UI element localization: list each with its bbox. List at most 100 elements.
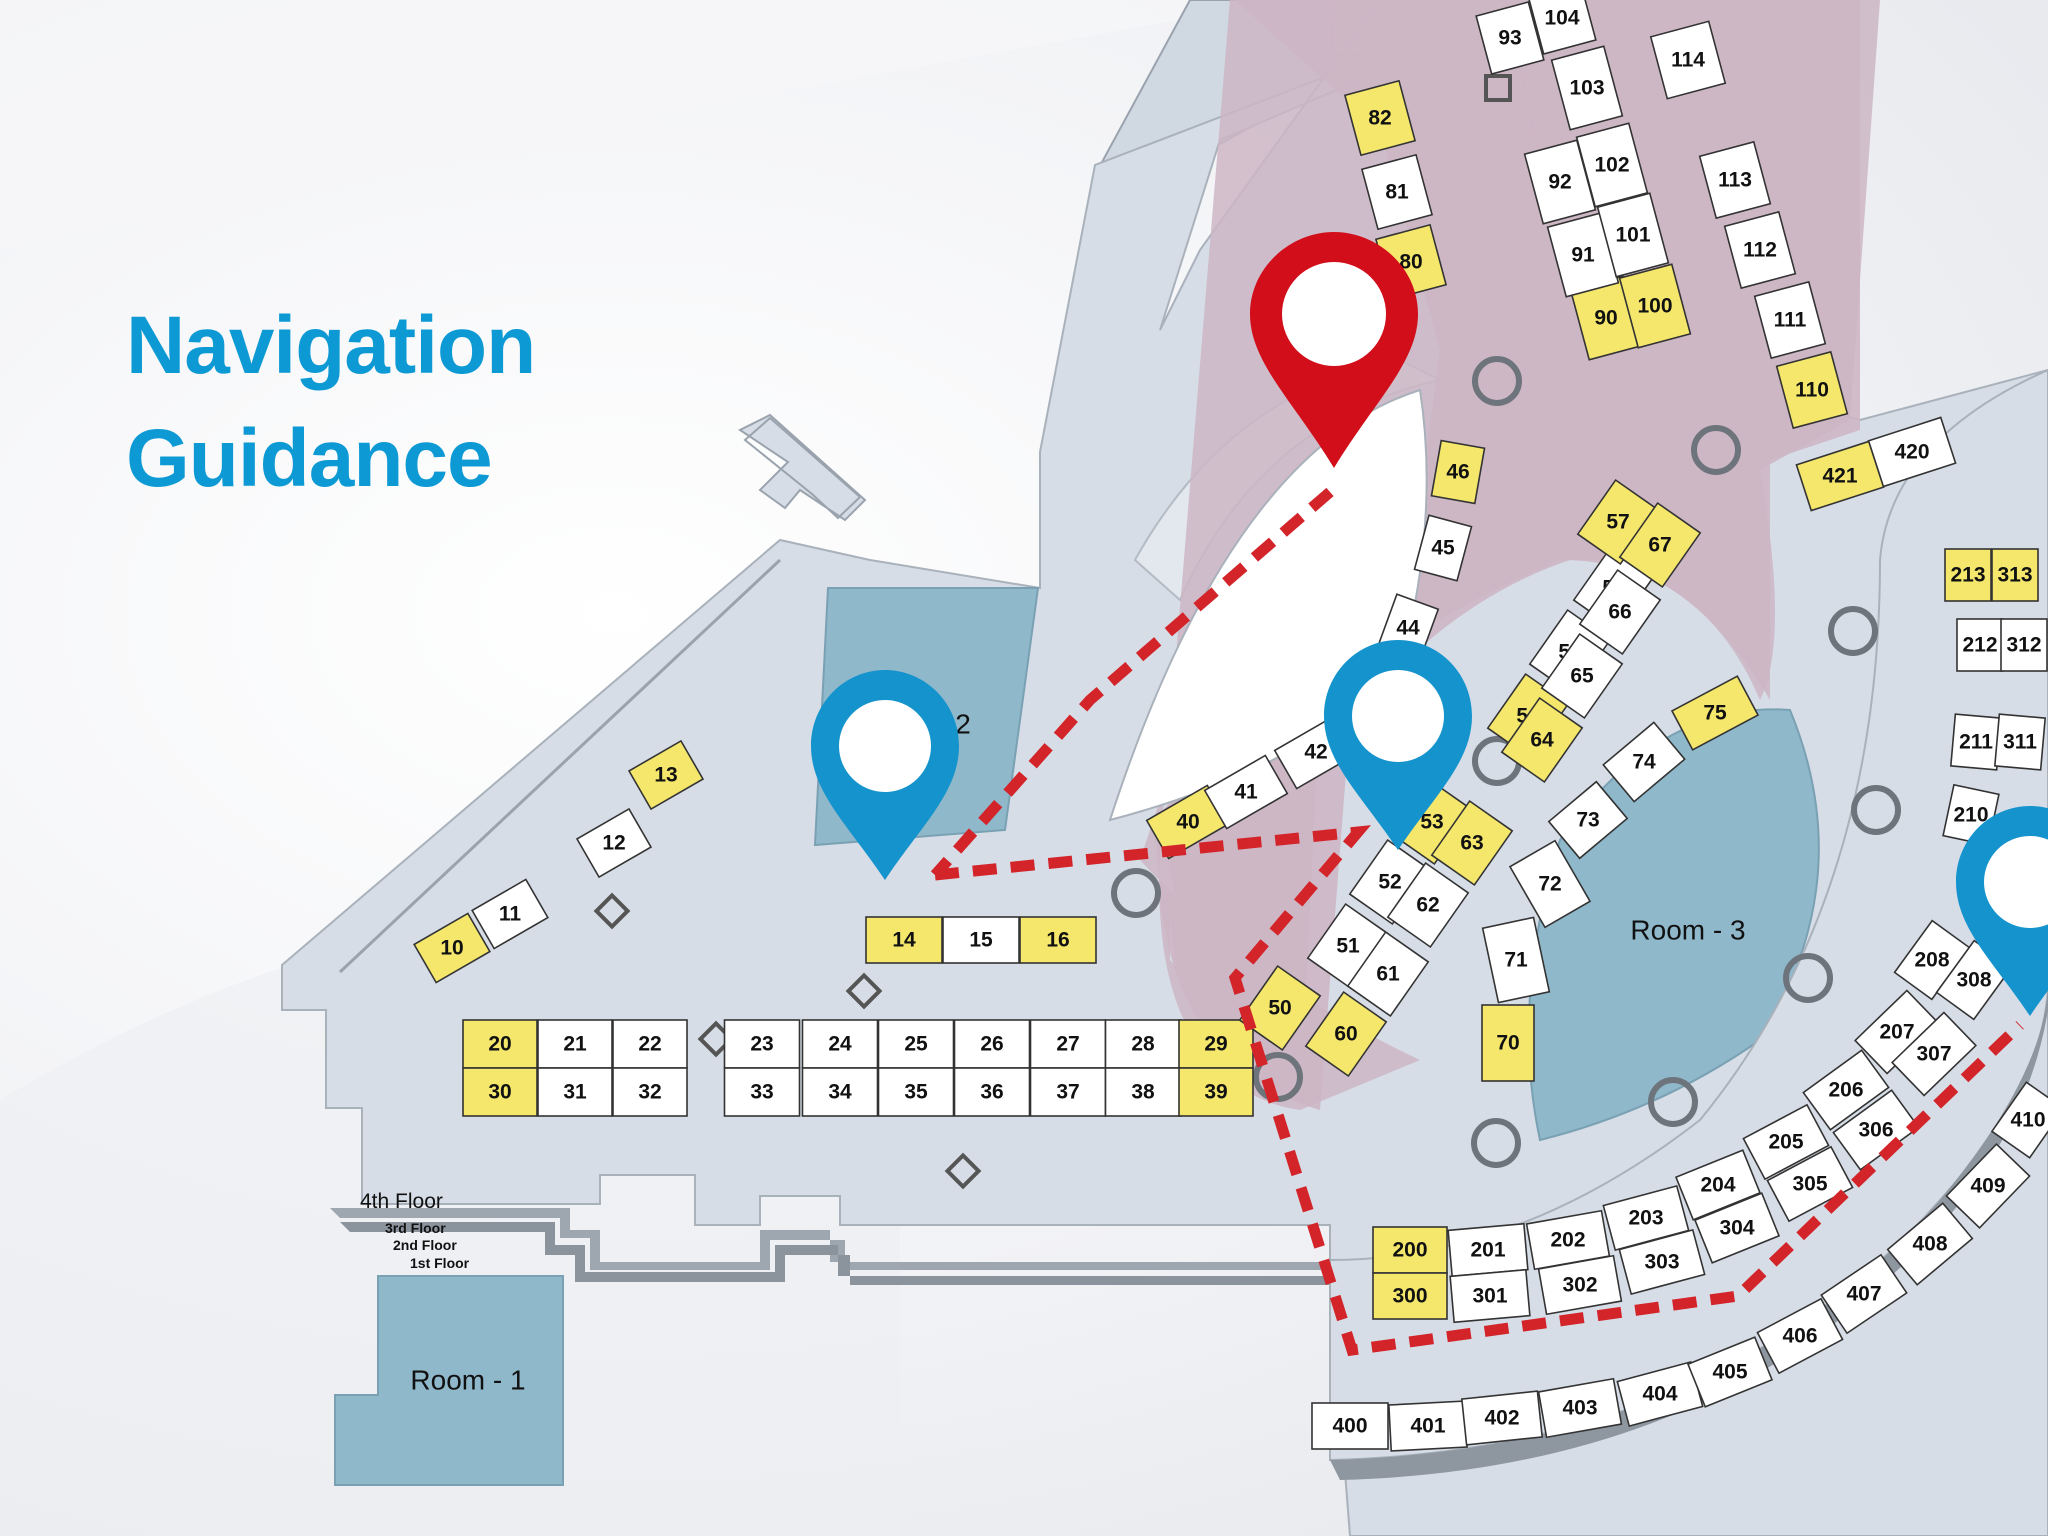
booth-312[interactable]: 312 [2000,618,2048,672]
booth-70[interactable]: 70 [1481,1004,1535,1082]
booth-91[interactable]: 91 [1546,212,1620,298]
booth-66[interactable]: 66 [1578,568,1662,656]
booth-201[interactable]: 201 [1447,1222,1529,1278]
booth-39[interactable]: 39 [1178,1067,1254,1117]
booth-26[interactable]: 26 [953,1019,1031,1069]
booth-29[interactable]: 29 [1178,1019,1254,1069]
booth-75[interactable]: 75 [1670,675,1760,751]
booth-22[interactable]: 22 [612,1019,688,1069]
booth-404[interactable]: 404 [1616,1360,1704,1428]
booth-14[interactable]: 14 [865,916,943,964]
booth-112[interactable]: 112 [1723,210,1797,290]
booth-305[interactable]: 305 [1766,1145,1854,1223]
booth-100[interactable]: 100 [1618,263,1692,349]
booth-61[interactable]: 61 [1346,930,1430,1018]
booth-37[interactable]: 37 [1029,1067,1107,1117]
booth-25[interactable]: 25 [877,1019,955,1069]
booth-114[interactable]: 114 [1649,20,1727,100]
booth-92[interactable]: 92 [1523,139,1597,225]
booth-60[interactable]: 60 [1304,990,1388,1078]
booth-304[interactable]: 304 [1693,1192,1781,1264]
booth-213[interactable]: 213 [1944,548,1992,602]
booth-81[interactable]: 81 [1360,153,1434,231]
booth-34[interactable]: 34 [801,1067,879,1117]
booth-302[interactable]: 302 [1537,1254,1623,1316]
booth-200[interactable]: 200 [1372,1226,1448,1274]
destination-pin-icon[interactable] [1250,232,1418,468]
waypoint-pin-2-icon[interactable] [1324,640,1472,850]
booth-103[interactable]: 103 [1550,45,1624,131]
booth-35[interactable]: 35 [877,1067,955,1117]
booth-72[interactable]: 72 [1508,839,1592,929]
booth-33[interactable]: 33 [723,1067,801,1117]
booth-71[interactable]: 71 [1481,916,1551,1004]
booth-62[interactable]: 62 [1386,861,1470,949]
booth-63[interactable]: 63 [1430,799,1514,887]
booth-45[interactable]: 45 [1413,514,1473,582]
booth-406[interactable]: 406 [1756,1297,1844,1375]
booth-20[interactable]: 20 [462,1019,538,1069]
booth-206[interactable]: 206 [1802,1049,1890,1131]
booth-409[interactable]: 409 [1945,1142,2031,1230]
booth-16[interactable]: 16 [1019,916,1097,964]
waypoint-pin-1-icon[interactable] [811,670,959,880]
booth-311[interactable]: 311 [1993,713,2047,771]
booth-204[interactable]: 204 [1674,1149,1762,1221]
booth-208[interactable]: 208 [1893,919,1971,1001]
booth-400[interactable]: 400 [1311,1402,1389,1450]
booth-10[interactable]: 10 [413,912,491,984]
booth-50[interactable]: 50 [1238,964,1322,1052]
booth-31[interactable]: 31 [537,1067,613,1117]
booth-21[interactable]: 21 [537,1019,613,1069]
booth-41[interactable]: 41 [1203,754,1289,830]
booth-32[interactable]: 32 [612,1067,688,1117]
booth-104[interactable]: 104 [1527,0,1597,55]
booth-53[interactable]: 53 [1390,778,1474,866]
booth-15[interactable]: 15 [942,916,1020,964]
booth-73[interactable]: 73 [1547,780,1629,860]
booth-46[interactable]: 46 [1430,439,1486,505]
booth-28[interactable]: 28 [1104,1019,1182,1069]
booth-202[interactable]: 202 [1525,1209,1611,1271]
booth-207[interactable]: 207 [1853,989,1941,1075]
booth-313[interactable]: 313 [1991,548,2039,602]
booth-421[interactable]: 421 [1795,440,1885,512]
booth-27[interactable]: 27 [1029,1019,1107,1069]
booth-24[interactable]: 24 [801,1019,879,1069]
booth-403[interactable]: 403 [1537,1377,1623,1439]
booth-30[interactable]: 30 [462,1067,538,1117]
booth-211[interactable]: 211 [1949,713,2003,771]
booth-11[interactable]: 11 [471,878,549,950]
booth-401[interactable]: 401 [1388,1400,1468,1452]
booth-303[interactable]: 303 [1618,1228,1706,1296]
booth-67[interactable]: 67 [1618,501,1702,589]
booth-74[interactable]: 74 [1602,721,1686,803]
booth-13[interactable]: 13 [627,739,705,811]
booth-65[interactable]: 65 [1540,632,1624,720]
booth-402[interactable]: 402 [1460,1390,1544,1446]
booth-57[interactable]: 57 [1576,478,1660,566]
booth-40[interactable]: 40 [1145,784,1231,860]
booth-111[interactable]: 111 [1753,280,1827,360]
booth-101[interactable]: 101 [1596,192,1670,278]
booth-110[interactable]: 110 [1775,350,1849,430]
booth-212[interactable]: 212 [1956,618,2004,672]
booth-93[interactable]: 93 [1475,1,1545,75]
booth-23[interactable]: 23 [723,1019,801,1069]
booth-408[interactable]: 408 [1886,1202,1974,1286]
booth-82[interactable]: 82 [1343,79,1417,157]
booth-38[interactable]: 38 [1104,1067,1182,1117]
booth-405[interactable]: 405 [1686,1336,1774,1408]
booth-301[interactable]: 301 [1449,1268,1531,1324]
booth-36[interactable]: 36 [953,1067,1031,1117]
waypoint-pin-3-icon[interactable] [1956,806,2048,1016]
booth-205[interactable]: 205 [1742,1103,1830,1181]
booth-307[interactable]: 307 [1890,1011,1978,1097]
booth-300[interactable]: 300 [1372,1272,1448,1320]
booth-410[interactable]: 410 [1990,1081,2048,1159]
booth-407[interactable]: 407 [1820,1253,1908,1335]
booth-113[interactable]: 113 [1698,140,1772,220]
booth-64[interactable]: 64 [1500,696,1584,784]
booth-12[interactable]: 12 [575,807,653,879]
